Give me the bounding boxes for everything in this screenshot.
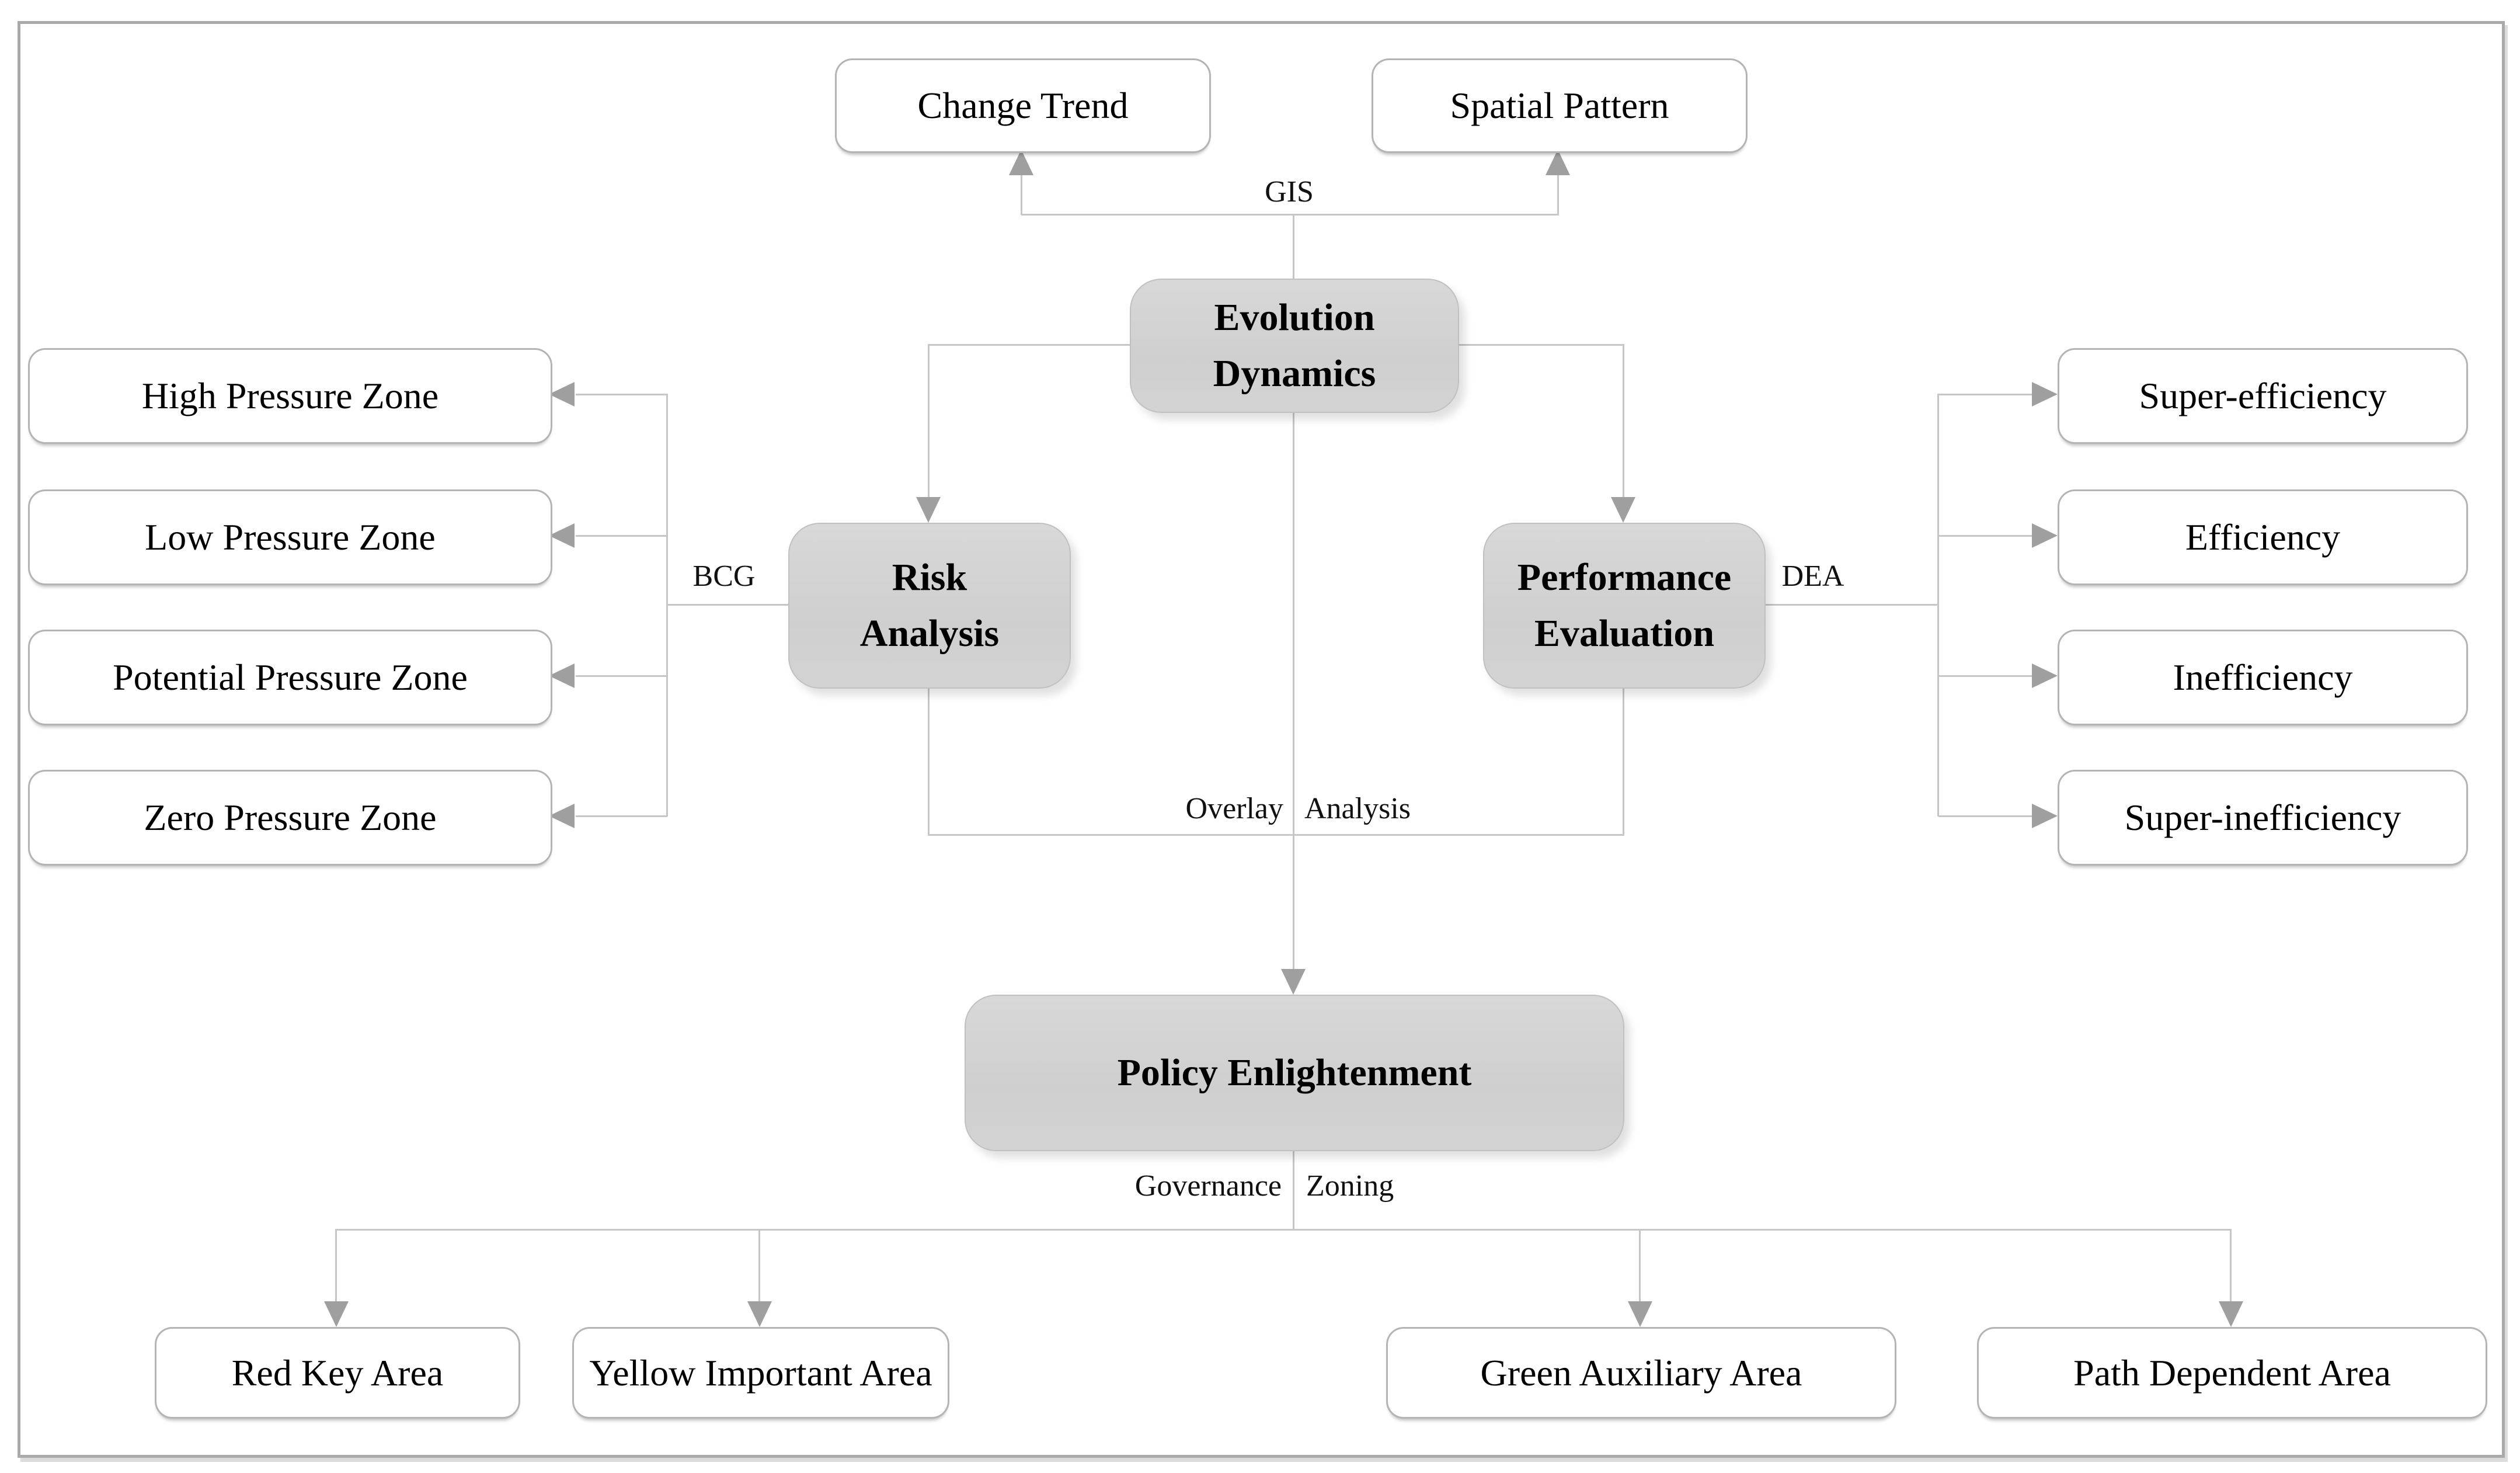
- edge-branch-high: [576, 394, 667, 395]
- node-low-pressure-zone: Low Pressure Zone: [28, 489, 552, 585]
- arrowhead-performance-evaluation: [1611, 497, 1635, 523]
- node-zero-pressure-zone-label: Zero Pressure Zone: [144, 797, 437, 838]
- node-potential-pressure-zone-label: Potential Pressure Zone: [113, 656, 468, 698]
- edge-drop-path: [2230, 1229, 2232, 1304]
- node-high-pressure-zone-label: High Pressure Zone: [141, 375, 439, 416]
- node-low-pressure-zone-label: Low Pressure Zone: [145, 516, 436, 558]
- arrowhead-low-pressure-zone: [549, 523, 575, 548]
- edge-drop-red: [335, 1229, 337, 1304]
- arrowhead-risk-analysis: [916, 497, 941, 523]
- arrowhead-yellow-important-area: [747, 1301, 772, 1327]
- arrowhead-red-key-area: [324, 1301, 349, 1327]
- edge-branch-potential: [576, 675, 667, 677]
- node-evolution-dynamics-line1: Evolution: [1214, 296, 1375, 339]
- node-performance-evaluation-line2: Evaluation: [1534, 612, 1715, 655]
- arrowhead-inefficiency: [2032, 663, 2058, 688]
- arrowhead-zero-pressure-zone: [549, 804, 575, 828]
- node-risk-analysis-line2: Analysis: [859, 612, 1000, 655]
- node-potential-pressure-zone: Potential Pressure Zone: [28, 630, 552, 725]
- arrowhead-super-inefficiency: [2032, 804, 2058, 828]
- edge-branch-zero: [576, 815, 667, 817]
- arrowhead-efficiency: [2032, 523, 2058, 548]
- label-overlay: Overlay: [1185, 792, 1283, 825]
- edge-bcg-horizontal: [667, 604, 788, 606]
- edge-branch-inefficiency: [1938, 675, 2033, 677]
- edge-drop-yellow: [758, 1229, 760, 1304]
- node-green-auxiliary-area-label: Green Auxiliary Area: [1480, 1352, 1802, 1394]
- node-efficiency: Efficiency: [2058, 489, 2468, 585]
- edge-to-change-trend: [1021, 173, 1022, 215]
- edge-branch-low: [576, 535, 667, 537]
- node-super-inefficiency-label: Super-inefficiency: [2124, 797, 2401, 838]
- edge-branch-efficiency: [1938, 535, 2033, 537]
- node-change-trend-label: Change Trend: [917, 85, 1129, 126]
- node-yellow-important-area: Yellow Important Area: [572, 1327, 949, 1419]
- label-analysis: Analysis: [1304, 792, 1411, 825]
- edge-dea-horizontal: [1763, 604, 1938, 606]
- label-gis: GIS: [1265, 175, 1314, 209]
- node-yellow-important-area-label: Yellow Important Area: [589, 1352, 932, 1394]
- arrowhead-change-trend: [1009, 150, 1033, 175]
- node-change-trend: Change Trend: [835, 58, 1211, 153]
- edge-drop-green: [1639, 1229, 1641, 1304]
- edge-left-trunk: [666, 394, 668, 817]
- node-super-inefficiency: Super-inefficiency: [2058, 770, 2468, 866]
- arrowhead-path-dependent-area: [2219, 1301, 2243, 1327]
- node-risk-analysis-line1: Risk: [892, 556, 967, 599]
- node-spatial-pattern: Spatial Pattern: [1372, 58, 1748, 153]
- edge-gis-horizontal: [1021, 214, 1559, 216]
- label-zoning: Zoning: [1306, 1169, 1394, 1203]
- edge-gis-to-evolution: [1293, 214, 1294, 279]
- edge-evolution-right: [1456, 344, 1624, 346]
- edge-branch-super-efficiency: [1938, 394, 2033, 395]
- node-inefficiency: Inefficiency: [2058, 630, 2468, 725]
- node-risk-analysis: Risk Analysis: [788, 523, 1071, 689]
- node-green-auxiliary-area: Green Auxiliary Area: [1386, 1327, 1896, 1419]
- edge-branch-super-inefficiency: [1938, 815, 2033, 817]
- node-inefficiency-label: Inefficiency: [2173, 656, 2353, 698]
- node-super-efficiency-label: Super-efficiency: [2139, 375, 2387, 416]
- node-super-efficiency: Super-efficiency: [2058, 348, 2468, 444]
- label-bcg: BCG: [692, 560, 756, 593]
- arrowhead-green-auxiliary-area: [1628, 1301, 1652, 1327]
- node-efficiency-label: Efficiency: [2185, 516, 2341, 558]
- node-red-key-area-label: Red Key Area: [231, 1352, 444, 1394]
- node-evolution-dynamics-line2: Dynamics: [1213, 352, 1376, 395]
- edge-overlay-horizontal: [928, 834, 1624, 836]
- node-policy-enlightenment-label: Policy Enlightenment: [1117, 1051, 1472, 1095]
- node-performance-evaluation-line1: Performance: [1517, 556, 1732, 599]
- diagram-border: [18, 21, 2505, 1458]
- node-red-key-area: Red Key Area: [155, 1327, 520, 1419]
- node-spatial-pattern-label: Spatial Pattern: [1450, 85, 1669, 126]
- node-path-dependent-area: Path Dependent Area: [1977, 1327, 2487, 1419]
- arrowhead-spatial-pattern: [1546, 150, 1570, 175]
- edge-performance-down: [1623, 686, 1624, 836]
- node-path-dependent-area-label: Path Dependent Area: [2073, 1352, 2391, 1394]
- edge-policy-down: [1293, 1149, 1294, 1231]
- edge-drop-performance: [1623, 344, 1624, 499]
- edge-risk-down: [928, 686, 930, 836]
- node-zero-pressure-zone: Zero Pressure Zone: [28, 770, 552, 866]
- edge-center-to-policy: [1293, 411, 1294, 970]
- arrowhead-potential-pressure-zone: [549, 663, 575, 688]
- edge-evolution-left: [928, 344, 1131, 346]
- node-policy-enlightenment: Policy Enlightenment: [965, 995, 1624, 1151]
- node-evolution-dynamics: Evolution Dynamics: [1130, 279, 1459, 413]
- label-governance: Governance: [1134, 1169, 1282, 1203]
- label-dea: DEA: [1781, 560, 1844, 593]
- node-performance-evaluation: Performance Evaluation: [1483, 523, 1766, 689]
- edge-right-trunk: [1937, 394, 1939, 817]
- arrowhead-policy-enlightenment: [1281, 969, 1306, 995]
- arrowhead-super-efficiency: [2032, 382, 2058, 407]
- node-high-pressure-zone: High Pressure Zone: [28, 348, 552, 444]
- edge-bottom-horizontal: [335, 1229, 2231, 1231]
- edge-drop-risk: [928, 344, 930, 499]
- arrowhead-high-pressure-zone: [549, 382, 575, 407]
- edge-to-spatial-pattern: [1557, 173, 1559, 215]
